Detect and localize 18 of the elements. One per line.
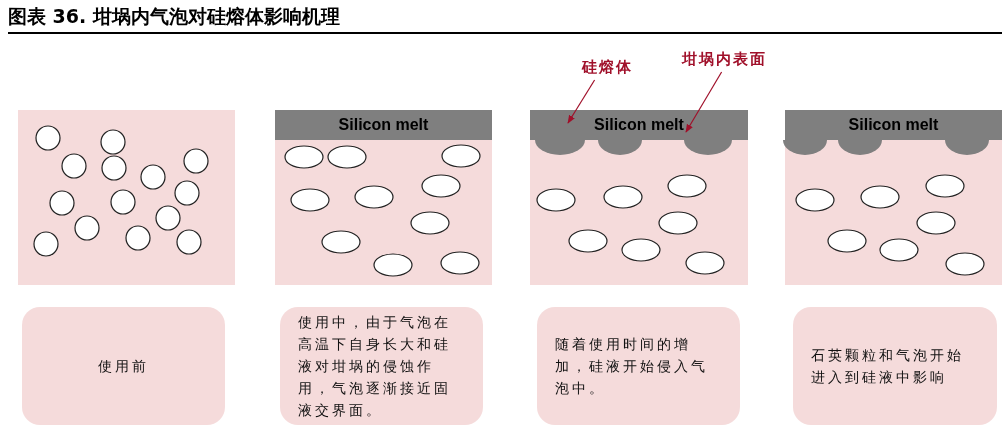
leader-arrow (685, 71, 723, 133)
callout-label: 坩埚内表面 (682, 50, 792, 72)
text-card (280, 307, 483, 425)
crucible-cross-section (785, 110, 1002, 285)
description-text: 使用中，由于气泡在高温下自身长大和硅液对坩埚的侵蚀作用，气泡逐渐接近固液交界面。 (298, 313, 452, 420)
description-text: 石英颗粒和气泡开始进入到硅液中影响 (811, 346, 965, 387)
description-text: 使用前 (98, 357, 149, 376)
callout-label: 硅熔体 (582, 58, 652, 80)
crucible-cross-section (530, 110, 748, 285)
leader-arrow (567, 79, 596, 124)
silicon-melt-layer: Silicon melt (275, 110, 492, 140)
text-card (793, 307, 997, 425)
crucible-cross-section (18, 110, 235, 285)
description-text: 随着使用时间的增加，硅液开始侵入气泡中。 (555, 335, 709, 398)
crucible-cross-section (275, 110, 492, 285)
text-card (22, 307, 225, 425)
figure-title: 图表 36. 坩埚内气泡对硅熔体影响机理 (8, 4, 340, 29)
text-card (537, 307, 740, 425)
